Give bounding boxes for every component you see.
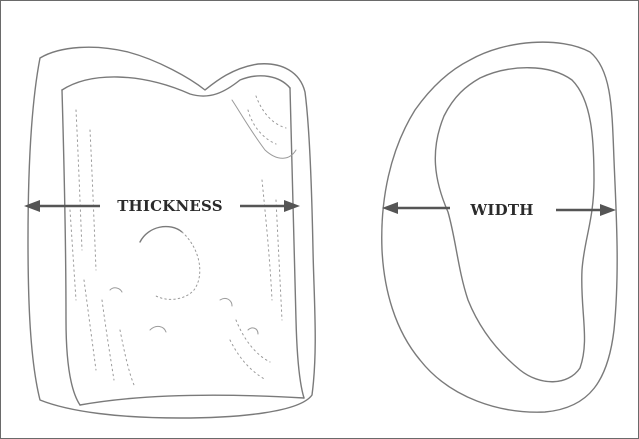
left-bone-inner-wall-right [290, 88, 304, 398]
left-bone-pores [70, 96, 286, 385]
left-bone-outline [28, 47, 315, 418]
right-cross-section [382, 42, 617, 412]
left-bone-mark-4 [248, 328, 258, 334]
left-bone-mark-3 [220, 298, 232, 306]
left-bone-foramen-dotted [156, 232, 200, 299]
cross-section-outer-ring [382, 42, 617, 412]
width-label: WIDTH [469, 201, 533, 219]
left-bone-segment [28, 47, 315, 418]
left-bone-inner-wall-left [62, 90, 80, 405]
left-bone-bottom-contour [80, 395, 304, 405]
left-bone-mark-1 [150, 326, 166, 332]
left-bone-top-contour [62, 76, 290, 96]
left-bone-foramen-arc [140, 227, 182, 242]
cross-section-inner-cavity [435, 68, 594, 382]
left-bone-notch [232, 100, 296, 158]
left-bone-mark-2 [110, 288, 122, 292]
thickness-label: THICKNESS [117, 197, 223, 215]
